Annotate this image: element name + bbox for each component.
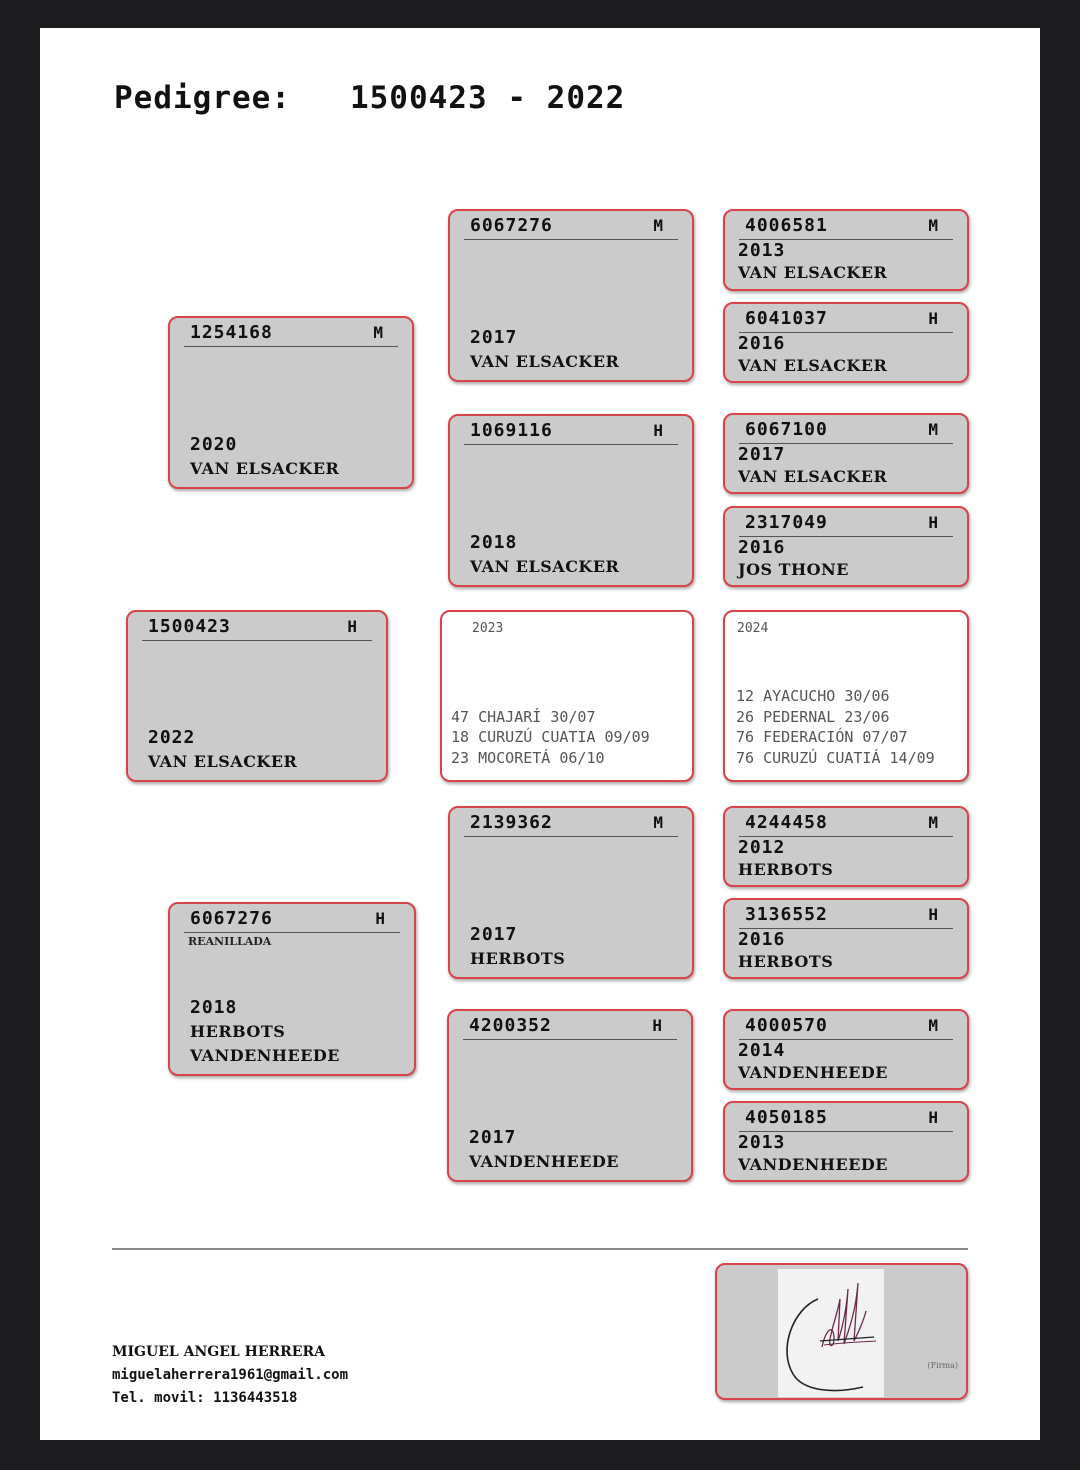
signature-box: (Firma) — [715, 1263, 968, 1400]
result-line: 47 CHAJARÍ 30/07 — [451, 707, 596, 726]
result-line: 26 PEDERNAL 23/06 — [736, 707, 890, 726]
footer-divider — [112, 1248, 968, 1250]
firma-label: (Firma) — [927, 1361, 958, 1370]
result-line: 12 AYACUCHO 30/06 — [736, 687, 890, 705]
results-box-2024: 2024 12 AYACUCHO 30/06 26 PEDERNAL 23/06… — [723, 610, 969, 782]
page-title: Pedigree: 1500423 - 2022 — [114, 80, 626, 116]
owner-name: MIGUEL ANGEL HERRERA — [112, 1344, 325, 1360]
result-line: 76 FEDERACIÓN 07/07 — [736, 728, 908, 746]
results-box-2023: 2023 47 CHAJARÍ 30/07 18 CURUZÚ CUATIA 0… — [440, 610, 694, 782]
contact-block: MIGUEL ANGEL HERRERA miguelaherrera1961@… — [112, 1341, 348, 1410]
owner-email: miguelaherrera1961@gmail.com — [112, 1367, 349, 1383]
result-line: 23 MOCORETÁ 06/10 — [451, 748, 605, 767]
result-line: 76 CURUZÚ CUATIÁ 14/09 — [736, 748, 935, 767]
owner-phone: Tel. movil: 1136443518 — [112, 1390, 298, 1406]
signature-image — [778, 1269, 884, 1397]
result-line: 18 CURUZÚ CUATIA 09/09 — [451, 728, 650, 746]
remark-label: REANILLADA — [188, 935, 272, 948]
